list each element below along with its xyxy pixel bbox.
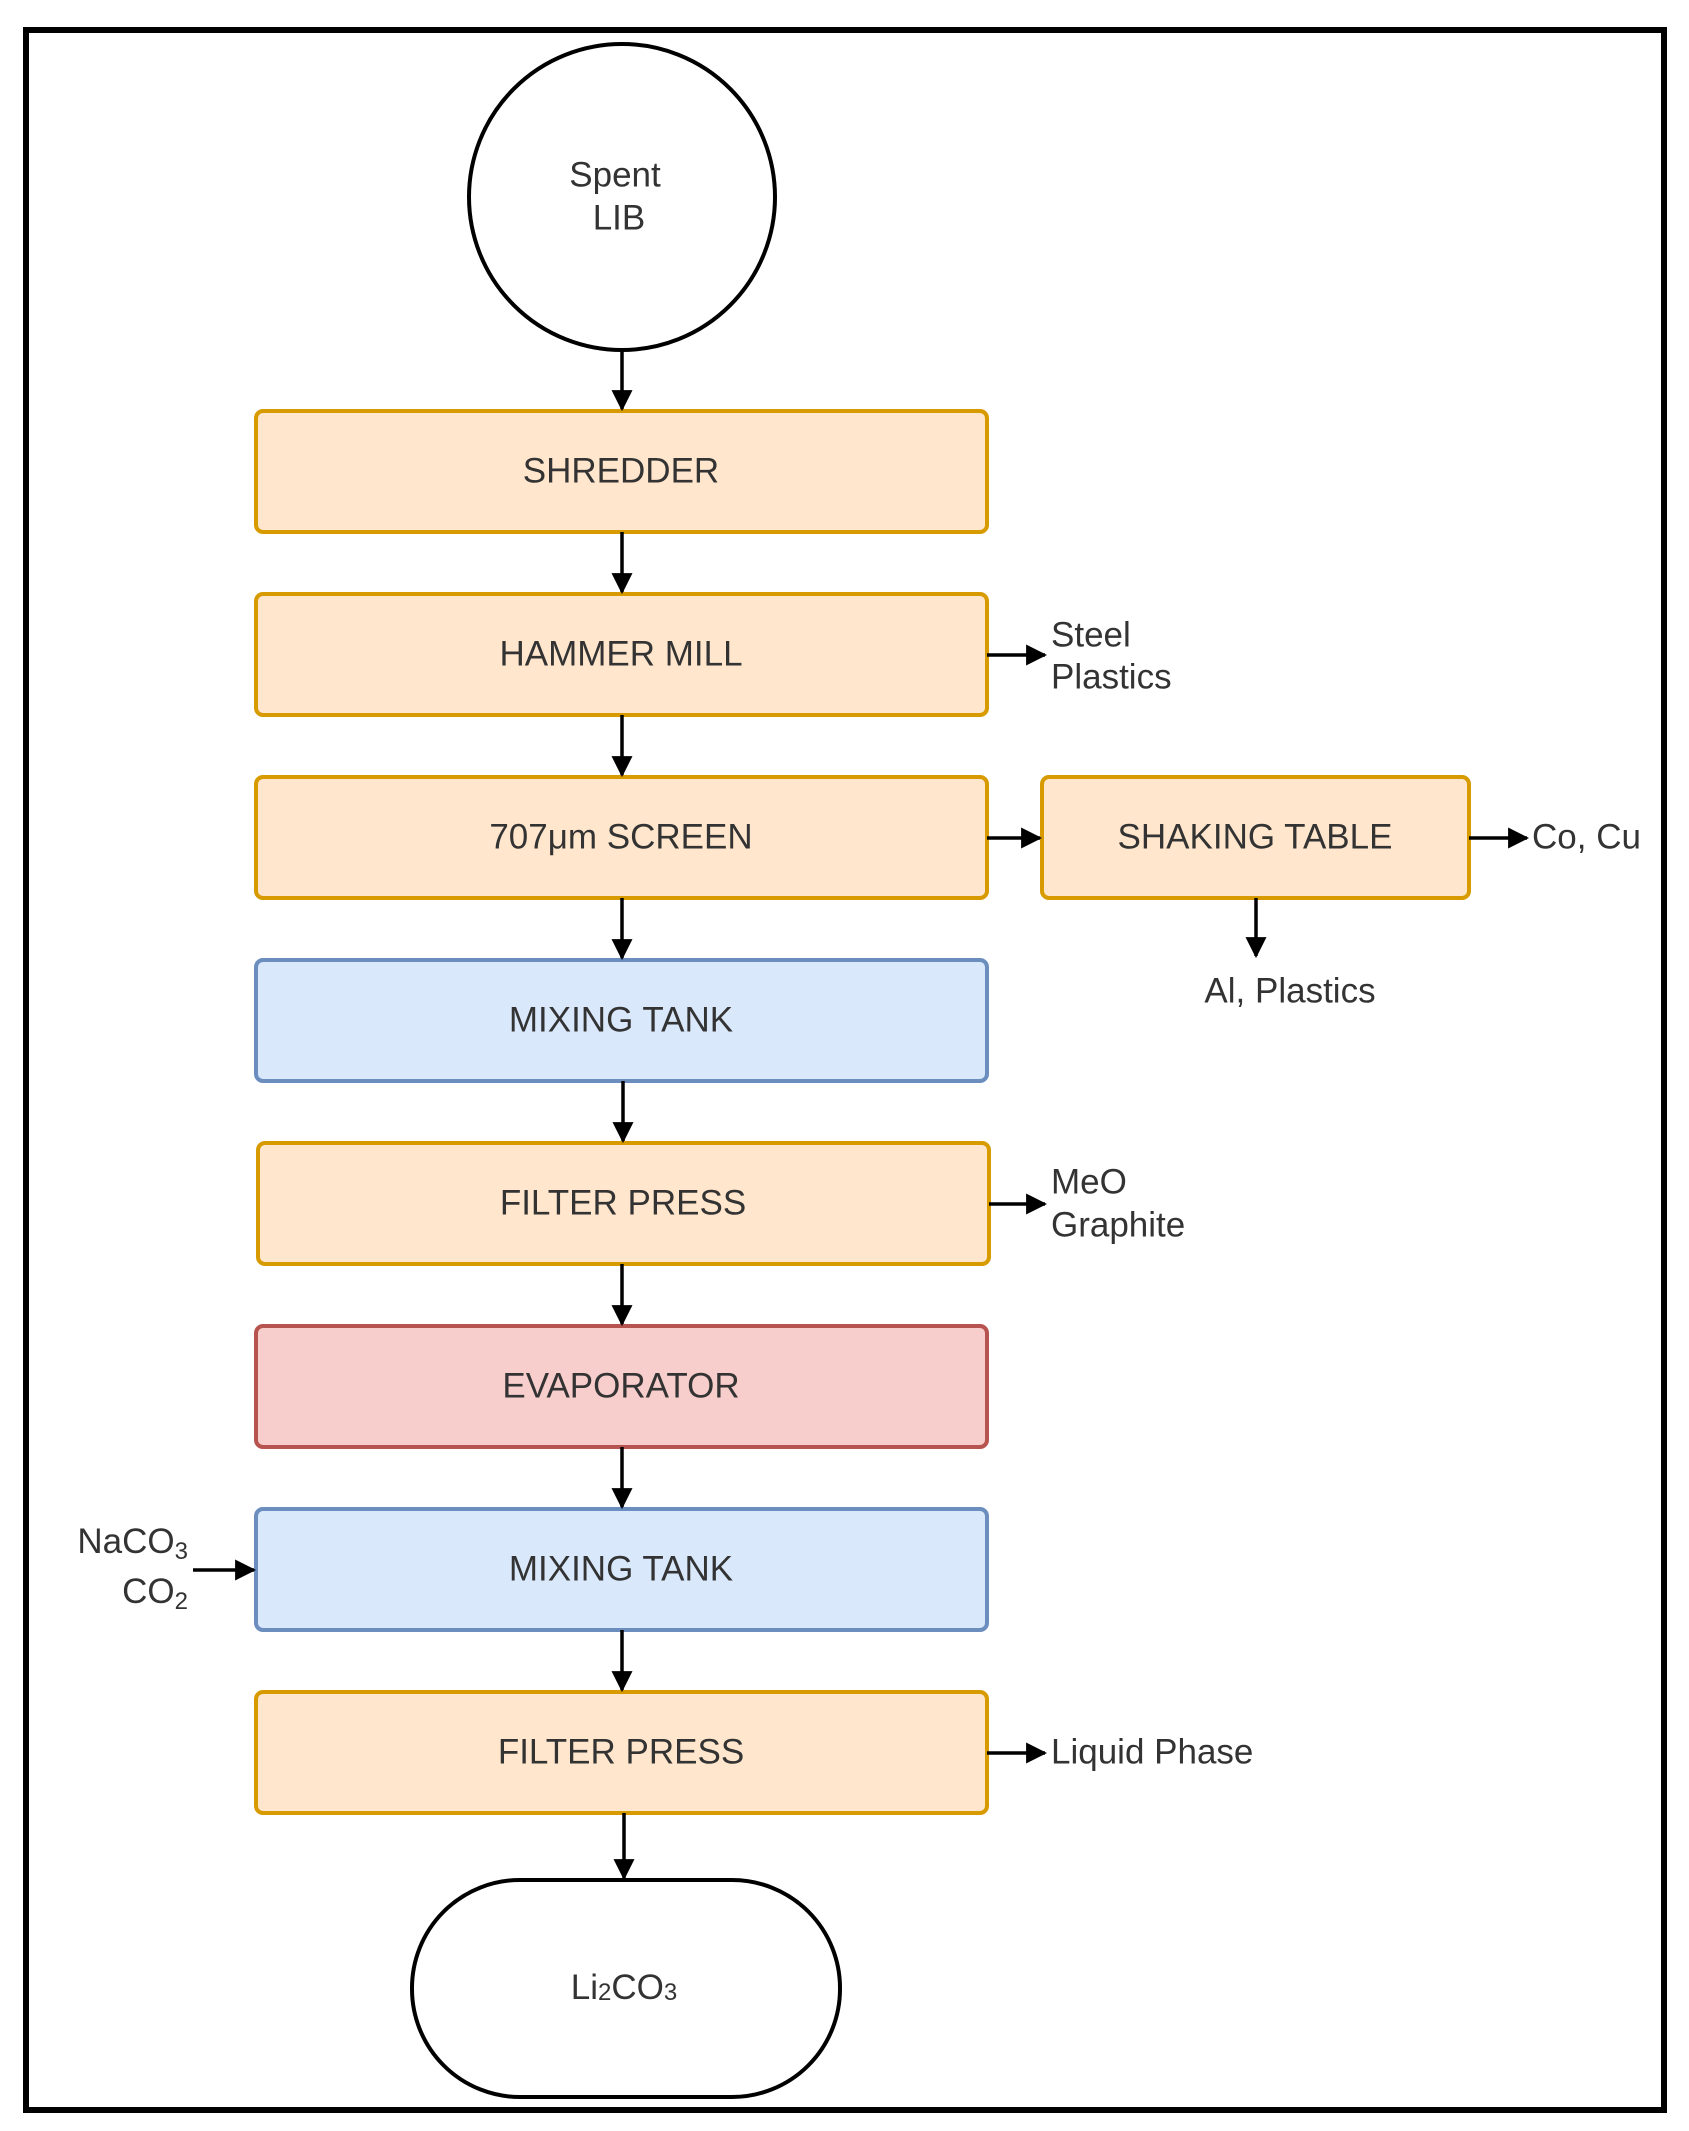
- hammer-mill-output-line1: Steel: [1051, 615, 1131, 654]
- start-label-line1: Spent: [569, 155, 661, 194]
- input-line2-base: CO: [122, 1572, 175, 1611]
- end-node: Li2CO3: [410, 1878, 842, 2099]
- step-label: FILTER PRESS: [498, 1732, 744, 1771]
- mixing-tank-2-input-line1: NaCO3: [77, 1522, 188, 1565]
- main-flow-arrows: [611, 350, 635, 1881]
- step-filter-press-2: FILTER PRESS: [254, 1690, 989, 1815]
- step-evaporator: EVAPORATOR: [254, 1324, 989, 1449]
- filter-press-2-output: Liquid Phase: [1051, 1732, 1253, 1771]
- step-label: MIXING TANK: [509, 1000, 733, 1039]
- mixing-tank-2-input-line2: CO2: [122, 1572, 188, 1615]
- filter-press-1-output-line2: Graphite: [1051, 1205, 1185, 1244]
- step-label: 707μm SCREEN: [489, 817, 752, 856]
- end-label-base2: CO: [611, 1968, 664, 2007]
- end-label-base1: Li: [571, 1968, 598, 2007]
- step-shredder: SHREDDER: [254, 409, 989, 534]
- step-mixing-tank-1: MIXING TANK: [254, 958, 989, 1083]
- input-line1-sub: 3: [175, 1538, 188, 1565]
- step-filter-press-1: FILTER PRESS: [256, 1141, 991, 1266]
- step-label: FILTER PRESS: [500, 1183, 746, 1222]
- end-label: Li2CO3: [571, 1968, 677, 2007]
- input-line1-base: NaCO: [77, 1522, 174, 1561]
- step-hammer-mill: HAMMER MILL: [254, 592, 989, 717]
- step-shaking-table: SHAKING TABLE: [1040, 775, 1471, 900]
- step-label: SHAKING TABLE: [1118, 817, 1393, 856]
- input-line2-sub: 2: [175, 1588, 188, 1615]
- step-mixing-tank-2: MIXING TANK: [254, 1507, 989, 1632]
- end-label-sub2: 3: [664, 1979, 677, 2006]
- filter-press-1-output-line1: MeO: [1051, 1162, 1127, 1201]
- shaking-table-down-output: Al, Plastics: [1204, 971, 1375, 1010]
- side-flow-arrows: [193, 644, 1530, 1764]
- step-label: MIXING TANK: [509, 1549, 733, 1588]
- step-screen: 707μm SCREEN: [254, 775, 989, 900]
- shaking-table-right-output: Co, Cu: [1532, 817, 1641, 856]
- end-label-sub1: 2: [598, 1979, 611, 2006]
- start-label-line2: LIB: [593, 198, 646, 237]
- step-label: HAMMER MILL: [499, 634, 742, 673]
- hammer-mill-output-line2: Plastics: [1051, 657, 1172, 696]
- step-label: EVAPORATOR: [502, 1366, 739, 1405]
- start-node: Spent LIB: [467, 42, 777, 352]
- step-label: SHREDDER: [523, 451, 719, 490]
